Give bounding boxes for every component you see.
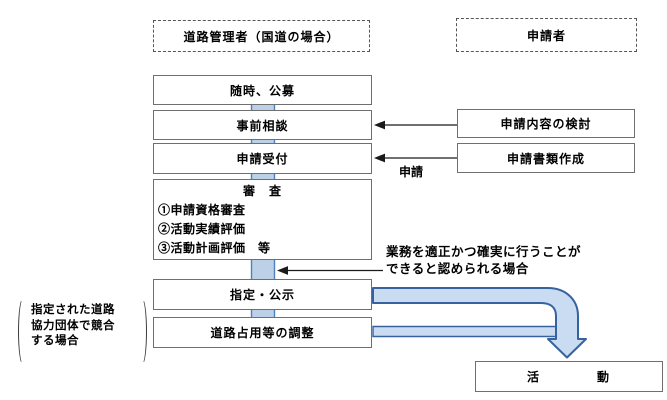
step-prior-consultation: 事前相談: [153, 110, 372, 140]
applicant-consider-contents: 申請内容の検討: [457, 109, 635, 138]
step-review: 審 査 ①申請資格審査 ②活動実績評価 ③活動計画評価 等: [153, 179, 372, 260]
header-road-administrator: 道路管理者（国道の場合）: [153, 20, 370, 52]
step-activity-label: 活 動: [526, 370, 611, 384]
step-application-reception-label: 申請受付: [236, 152, 289, 166]
condition-note: 業務を適正かつ確実に行うことが できると認められる場合: [386, 244, 581, 277]
bracket-left-icon: [18, 298, 28, 365]
application-label: 申請: [399, 165, 424, 179]
competing-case-note: 指定された道路 協力団体で競合 する場合: [31, 303, 115, 350]
applicant-consider-contents-label: 申請内容の検討: [500, 117, 592, 131]
competing-case-note-line1: 指定された道路: [31, 304, 115, 316]
review-item-2: ②活動実績評価: [158, 222, 246, 236]
header-road-administrator-label: 道路管理者（国道の場合）: [183, 29, 340, 44]
review-item-3: ③活動計画評価 等: [158, 241, 271, 255]
step-coordination: 道路占用等の調整: [153, 317, 372, 348]
bracket-right-icon: [137, 298, 147, 365]
competing-case-note-line3: する場合: [31, 335, 79, 347]
step-coordination-label: 道路占用等の調整: [210, 326, 315, 340]
review-item-1: ①申請資格審査: [158, 203, 246, 217]
review-content: 審 査 ①申請資格審査 ②活動実績評価 ③活動計画評価 等: [154, 180, 371, 259]
step-open-call-label: 随時、公募: [229, 83, 295, 98]
step-designation-label: 指定・公示: [229, 288, 295, 302]
step-activity: 活 動: [475, 361, 663, 392]
header-applicant: 申請者: [456, 18, 637, 52]
step-open-call: 随時、公募: [153, 75, 372, 105]
step-designation: 指定・公示: [153, 279, 372, 310]
step-application-reception: 申請受付: [153, 143, 372, 174]
applicant-prepare-documents-label: 申請書類作成: [506, 151, 585, 166]
flow-connector-icon: [250, 101, 276, 320]
header-applicant-label: 申請者: [526, 28, 566, 43]
applicant-prepare-documents: 申請書類作成: [457, 143, 635, 173]
condition-note-line2: できると認められる場合: [386, 261, 529, 276]
step-prior-consultation-label: 事前相談: [236, 118, 289, 133]
condition-note-line1: 業務を適正かつ確実に行うことが: [386, 245, 582, 259]
competing-case-note-line2: 協力団体で競合: [31, 319, 115, 332]
review-title: 審 査: [242, 184, 282, 198]
